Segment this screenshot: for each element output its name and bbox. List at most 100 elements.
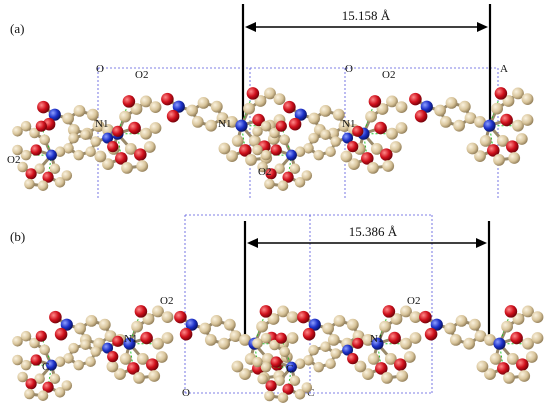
carbon-atom <box>197 97 210 109</box>
carbon-atom <box>455 315 468 327</box>
carbon-atom <box>322 322 334 335</box>
oxygen-atom <box>497 362 510 375</box>
panel-a-atom-label: O2 <box>135 69 148 81</box>
carbon-atom <box>80 129 91 140</box>
carbon-atom <box>252 144 263 156</box>
panel-b-distance-label: 15.386 Å <box>349 224 398 239</box>
carbon-atom <box>216 112 229 124</box>
panel-a: (a) 15.158 Å O A O2 N1 O2 N1 O2 O O2 N1 <box>7 4 534 200</box>
carbon-atom <box>239 368 251 380</box>
carbon-atom <box>274 375 285 386</box>
carbon-atom <box>444 322 456 335</box>
carbon-atom <box>67 124 80 136</box>
carbon-atom <box>389 141 402 153</box>
carbon-atom <box>277 392 289 403</box>
carbon-atom <box>370 143 383 155</box>
carbon-atom <box>191 116 204 128</box>
panel-a-axis-label: A <box>500 63 508 75</box>
carbon-atom <box>362 334 374 346</box>
nitrogen-atom <box>48 108 61 121</box>
nitrogen-atom <box>235 119 248 132</box>
carbon-atom <box>17 371 28 383</box>
carbon-atom <box>367 162 379 174</box>
carbon-atom <box>260 149 272 161</box>
carbon-atom <box>74 322 86 335</box>
carbon-atom <box>466 142 479 155</box>
carbon-atom <box>152 305 164 318</box>
carbon-atom <box>484 334 496 346</box>
carbon-atom <box>39 344 50 356</box>
carbon-atom <box>474 150 486 162</box>
molecule <box>252 332 364 403</box>
carbon-atom <box>260 332 272 344</box>
oxygen-atom <box>107 350 119 363</box>
carbon-atom <box>512 313 525 325</box>
nitrogen-atom <box>286 361 297 373</box>
carbon-atom <box>229 330 242 342</box>
carbon-atom <box>468 318 481 331</box>
panel-b-atom-label: N1 <box>124 333 137 345</box>
carbon-atom <box>49 163 61 174</box>
carbon-atom <box>264 390 275 402</box>
panel-a-atom-label: O <box>345 63 353 75</box>
carbon-atom <box>386 127 398 140</box>
molecule <box>252 120 364 191</box>
carbon-atom <box>94 150 107 163</box>
carbon-atom <box>521 93 534 105</box>
carbon-atom <box>395 101 408 113</box>
carbon-atom <box>260 120 272 132</box>
oxygen-atom <box>504 305 518 318</box>
carbon-atom <box>409 311 422 323</box>
panel-a-origin-label: O <box>96 63 104 75</box>
oxygen-atom <box>375 362 388 375</box>
carbon-atom <box>308 132 319 144</box>
carbon-atom <box>515 133 528 145</box>
carbon-atom <box>476 360 489 373</box>
oxygen-atom <box>302 327 316 341</box>
panel-a-atom-label: O2 <box>258 166 271 178</box>
carbon-atom <box>496 135 509 147</box>
molecule <box>297 305 422 384</box>
carbon-atom <box>140 127 152 140</box>
carbon-atom <box>508 152 521 164</box>
carbon-atom <box>20 330 32 342</box>
carbon-atom <box>61 380 73 391</box>
carbon-atom <box>210 100 223 113</box>
panel-b-molecules <box>12 305 544 403</box>
carbon-atom <box>256 320 268 333</box>
carbon-atom <box>73 105 86 117</box>
panel-b-atom-label: C <box>286 363 293 375</box>
carbon-atom <box>68 342 79 354</box>
carbon-atom <box>231 360 244 373</box>
carbon-atom <box>20 149 32 161</box>
carbon-atom <box>403 351 416 363</box>
oxygen-atom <box>382 305 396 318</box>
oxygen-atom <box>265 380 277 392</box>
oxygen-atom <box>30 354 42 366</box>
oxygen-atom <box>54 327 68 341</box>
carbon-atom <box>338 120 351 132</box>
carbon-atom <box>199 322 211 335</box>
carbon-atom <box>218 337 230 350</box>
carbon-atom <box>12 144 23 156</box>
carbon-atom <box>269 339 280 351</box>
carbon-atom <box>379 320 391 333</box>
carbon-atom <box>12 354 23 366</box>
carbon-atom <box>54 177 66 188</box>
carbon-atom <box>362 368 374 380</box>
carbon-atom <box>12 336 23 347</box>
molecule <box>283 95 408 174</box>
panel-a-atom-label: O2 <box>382 69 395 81</box>
carbon-atom <box>367 353 380 365</box>
carbon-atom <box>73 149 84 161</box>
nitrogen-atom <box>308 318 321 331</box>
carbon-atom <box>382 160 395 172</box>
carbon-atom <box>155 351 168 363</box>
carbon-atom <box>252 126 263 137</box>
molecule <box>12 330 124 401</box>
nitrogen-atom <box>60 318 73 331</box>
oxygen-atom <box>259 305 273 318</box>
oxygen-atom <box>380 148 393 161</box>
panel-b-atom-label: C <box>42 361 49 373</box>
carbon-atom <box>409 332 422 344</box>
